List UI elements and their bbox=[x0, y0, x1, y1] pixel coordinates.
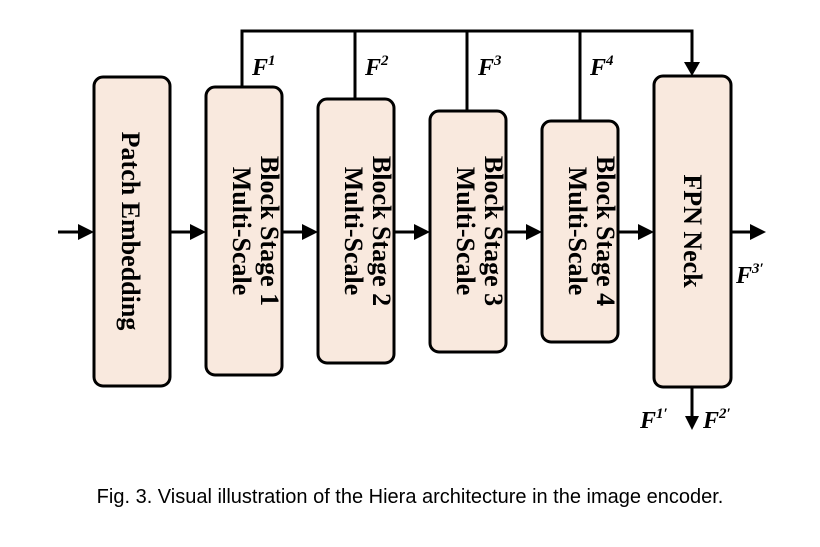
input-arrow bbox=[58, 224, 94, 240]
feature-label-f4: F4 bbox=[589, 53, 614, 81]
stage4-label-line1: Multi-Scale bbox=[563, 167, 592, 296]
feature-label-f1: F1 bbox=[251, 53, 276, 81]
stage4-label-line2: Block Stage 4 bbox=[591, 156, 620, 306]
stage2-label-line1: Multi-Scale bbox=[339, 167, 368, 296]
stage3-label-line1: Multi-Scale bbox=[451, 167, 480, 296]
stage2-box bbox=[316, 97, 396, 365]
fpn-input-arrowhead bbox=[684, 62, 700, 76]
hiera-architecture-diagram: F1 F2 F3 F4 Patch Embeddin bbox=[58, 29, 766, 434]
arrow-stage3-to-stage4 bbox=[506, 224, 542, 240]
arrow-patch-to-stage1 bbox=[170, 224, 206, 240]
output-label-f3-prime: F3′ bbox=[735, 261, 764, 289]
output-arrow-down bbox=[685, 387, 699, 430]
stage3-label-line2: Block Stage 3 bbox=[479, 156, 508, 306]
feature-label-f2: F2 bbox=[364, 53, 389, 81]
output-arrow-right bbox=[731, 224, 766, 240]
arrow-stage1-to-stage2 bbox=[282, 224, 318, 240]
figure-caption: Fig. 3. Visual illustration of the Hiera… bbox=[96, 486, 724, 508]
fpn-neck-box bbox=[652, 74, 733, 389]
feature-label-f3: F3 bbox=[477, 53, 502, 81]
stage3-box bbox=[428, 109, 508, 354]
stage1-label-line1: Multi-Scale bbox=[227, 167, 256, 296]
patch-embedding-label: Patch Embedding bbox=[116, 132, 145, 331]
output-label-f1-prime: F1′ bbox=[639, 406, 668, 434]
stage1-box bbox=[204, 85, 284, 377]
patch-embedding-box bbox=[92, 75, 172, 388]
stage4-box bbox=[540, 119, 620, 344]
output-label-f2-prime: F2′ bbox=[702, 406, 731, 434]
stage1-label-line2: Block Stage 1 bbox=[255, 156, 284, 306]
arrow-stage2-to-stage3 bbox=[394, 224, 430, 240]
fpn-neck-label: FPN Neck bbox=[678, 174, 707, 288]
arrow-stage4-to-fpn bbox=[618, 224, 654, 240]
stage2-label-line2: Block Stage 2 bbox=[367, 156, 396, 306]
